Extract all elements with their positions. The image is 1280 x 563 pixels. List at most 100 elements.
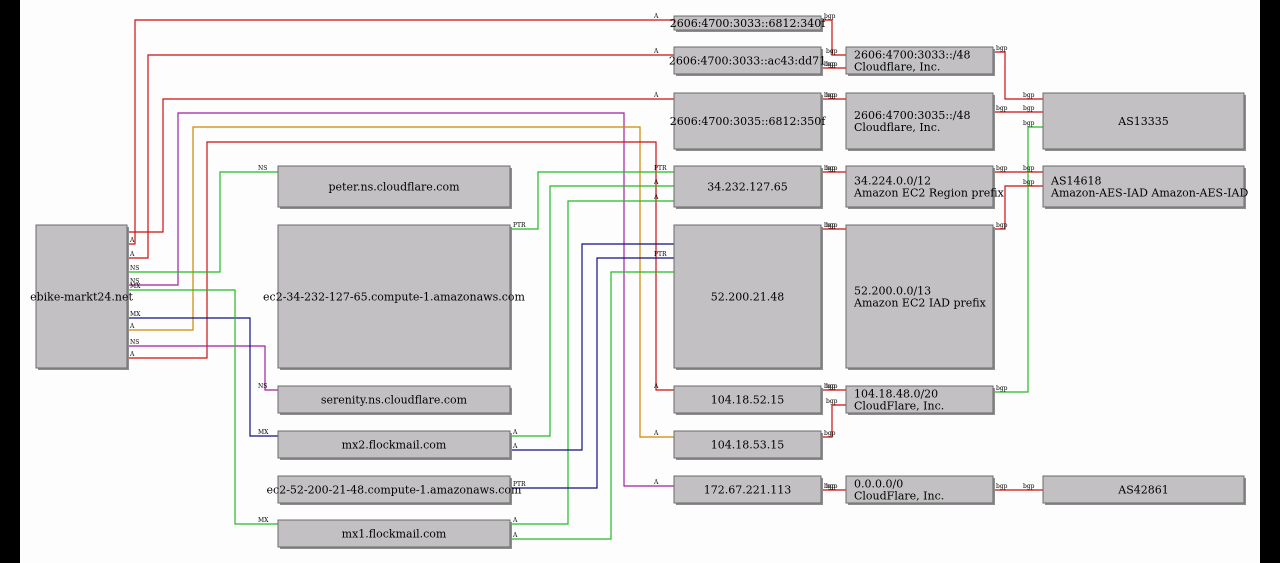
node-box <box>673 15 822 31</box>
node-peter-ns[interactable]: peter.ns.cloudflare.com <box>277 165 512 209</box>
edge-0 <box>127 19 674 245</box>
node-domain[interactable]: ebike-markt24.net <box>30 224 133 370</box>
dns-graph: ebike-markt24.net peter.ns.cloudflare.com… <box>30 13 1248 549</box>
edge-label: bgp <box>824 222 836 229</box>
node-box <box>277 385 511 414</box>
node-ip6-350f[interactable]: 2606:4700:3035::6812:350f <box>670 92 827 151</box>
node-label: Amazon-AES-IAD Amazon-AES-IAD <box>1050 187 1248 200</box>
node-ip-104-53[interactable]: 104.18.53.15 <box>673 430 823 460</box>
edge-label: bgp <box>826 61 838 68</box>
edge-label: bgp <box>1023 92 1035 99</box>
node-ec2-52[interactable]: ec2-52-200-21-48.compute-1.amazonaws.com <box>267 475 522 505</box>
node-box <box>673 385 822 414</box>
node-box <box>673 224 822 369</box>
node-ec2-34[interactable]: ec2-34-232-127-65.compute-1.amazonaws.co… <box>263 224 526 370</box>
node-box <box>1042 165 1245 208</box>
edge-label: A <box>129 251 135 258</box>
node-label: 34.232.127.65 <box>707 181 787 194</box>
edge-label: bgp <box>824 165 836 172</box>
edge-label: bgp <box>824 61 836 68</box>
node-label: Amazon EC2 IAD prefix <box>853 297 987 310</box>
node-label: 2606:4700:3033::/48 <box>854 49 971 62</box>
edge-label: A <box>512 429 518 436</box>
node-box <box>277 224 511 369</box>
edge-label: bgp <box>826 165 838 172</box>
edge-label: A <box>653 430 659 437</box>
node-box <box>845 46 994 75</box>
edge-label: MX <box>130 283 141 290</box>
edge-7 <box>127 345 278 391</box>
edge-9 <box>127 289 278 525</box>
edge-label: bgp <box>826 383 838 390</box>
node-label: mx1.flockmail.com <box>342 528 447 541</box>
node-as13335[interactable]: AS13335 <box>1042 92 1246 151</box>
edge-label: bgp <box>996 385 1008 392</box>
node-serenity-ns[interactable]: serenity.ns.cloudflare.com <box>277 385 512 415</box>
node-label: ec2-34-232-127-65.compute-1.amazonaws.co… <box>263 291 525 304</box>
edge-label: MX <box>130 311 141 318</box>
edge-label: A <box>653 48 659 55</box>
edge-2 <box>127 98 674 233</box>
node-label: 52.200.21.48 <box>711 291 784 304</box>
edge-label: A <box>653 479 659 486</box>
node-label: 2606:4700:3033::6812:340f <box>670 17 827 30</box>
node-ip-52[interactable]: 52.200.21.48 <box>673 224 823 370</box>
edge-label: bgp <box>824 430 836 437</box>
node-box <box>673 92 822 150</box>
node-box <box>673 46 822 75</box>
edge-label: A <box>512 532 518 539</box>
node-label: ebike-markt24.net <box>30 291 133 304</box>
node-as42861[interactable]: AS42861 <box>1042 475 1246 505</box>
node-label: 172.67.221.113 <box>704 484 791 497</box>
edge-11 <box>510 185 674 437</box>
edge-label: bgp <box>826 483 838 490</box>
node-label: serenity.ns.cloudflare.com <box>321 394 468 407</box>
node-box <box>845 224 994 369</box>
edge-label: NS <box>258 165 267 172</box>
node-mx1[interactable]: mx1.flockmail.com <box>277 519 512 549</box>
node-box <box>845 92 994 150</box>
edge-label: bgp <box>1023 105 1035 112</box>
edge-label: bgp <box>1023 179 1035 186</box>
node-label: 104.18.48.0/20 <box>854 388 938 401</box>
edge-label: A <box>512 517 518 524</box>
edge-label: PTR <box>513 481 526 488</box>
diagram-canvas: ebike-markt24.net peter.ns.cloudflare.com… <box>20 0 1260 563</box>
node-label: Cloudflare, Inc. <box>854 121 940 134</box>
edge-label: bgp <box>1023 165 1035 172</box>
node-box <box>845 385 994 414</box>
edge-label: NS <box>130 265 139 272</box>
node-label: AS13335 <box>1117 115 1168 128</box>
edge-10 <box>510 171 674 230</box>
edge-label: MX <box>258 429 269 436</box>
node-ip6-dd71[interactable]: 2606:4700:3033::ac43:dd71 <box>669 46 826 76</box>
edge-13 <box>510 243 674 451</box>
edge-22 <box>821 404 846 438</box>
edge-label: bgp <box>826 48 838 55</box>
node-label: Cloudflare, Inc. <box>854 61 940 74</box>
node-box <box>35 224 128 369</box>
edge-3 <box>127 112 674 487</box>
edge-1 <box>127 54 674 259</box>
edge-6 <box>127 171 278 273</box>
node-ip6-340f[interactable]: 2606:4700:3033::6812:340f <box>670 15 827 32</box>
node-ip-104-52[interactable]: 104.18.52.15 <box>673 385 823 415</box>
node-label: 2606:4700:3033::ac43:dd71 <box>669 55 826 68</box>
edge-label: A <box>653 179 659 186</box>
node-mx2[interactable]: mx2.flockmail.com <box>277 430 512 460</box>
edge-label: PTR <box>654 251 667 258</box>
edge-label: NS <box>130 278 139 285</box>
node-ip-34[interactable]: 34.232.127.65 <box>673 165 823 209</box>
edge-label: PTR <box>513 222 526 229</box>
node-ip-172[interactable]: 172.67.221.113 <box>673 475 823 505</box>
edge-label: A <box>653 383 659 390</box>
edge-8 <box>127 317 278 437</box>
edge-label: NS <box>258 383 267 390</box>
